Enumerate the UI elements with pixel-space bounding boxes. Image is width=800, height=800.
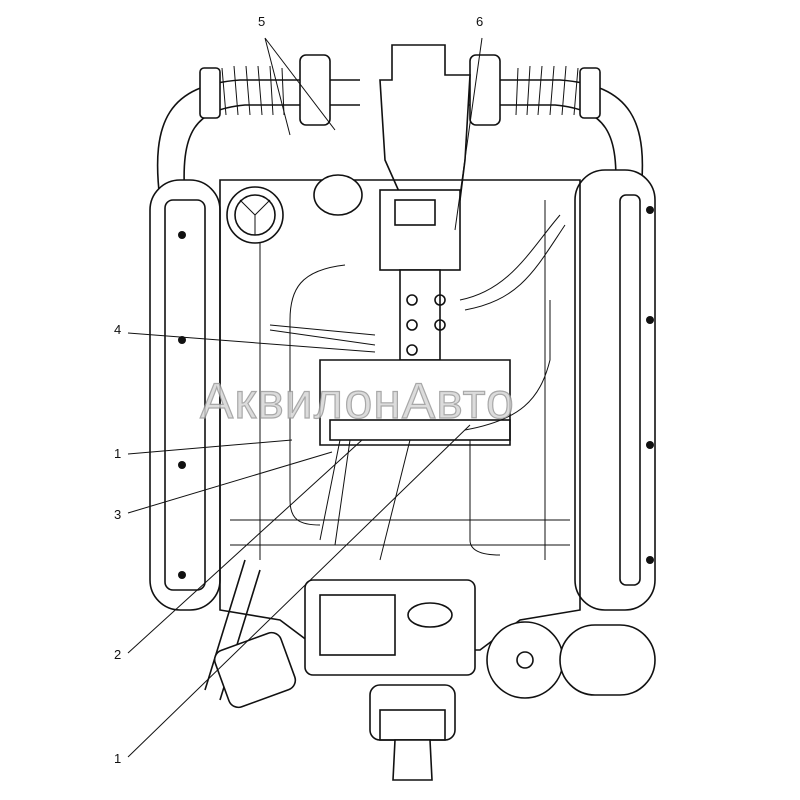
central-housing <box>319 359 511 446</box>
generator <box>486 621 564 699</box>
callout-6: 6 <box>476 14 484 29</box>
fuel-lines <box>269 214 566 561</box>
callout-2: 2 <box>114 647 122 662</box>
callout-5: 5 <box>258 14 266 29</box>
callout-3: 3 <box>114 507 122 522</box>
leader-lines <box>127 37 483 758</box>
callout-4: 4 <box>114 322 122 337</box>
watermark: АквилонАвто <box>199 372 515 429</box>
callout-1-upper: 1 <box>114 446 122 461</box>
engine-block <box>219 179 581 651</box>
callout-1-lower: 1 <box>114 751 122 766</box>
pulley <box>369 684 456 741</box>
air-duct <box>379 44 471 211</box>
valve-covers <box>149 169 656 611</box>
